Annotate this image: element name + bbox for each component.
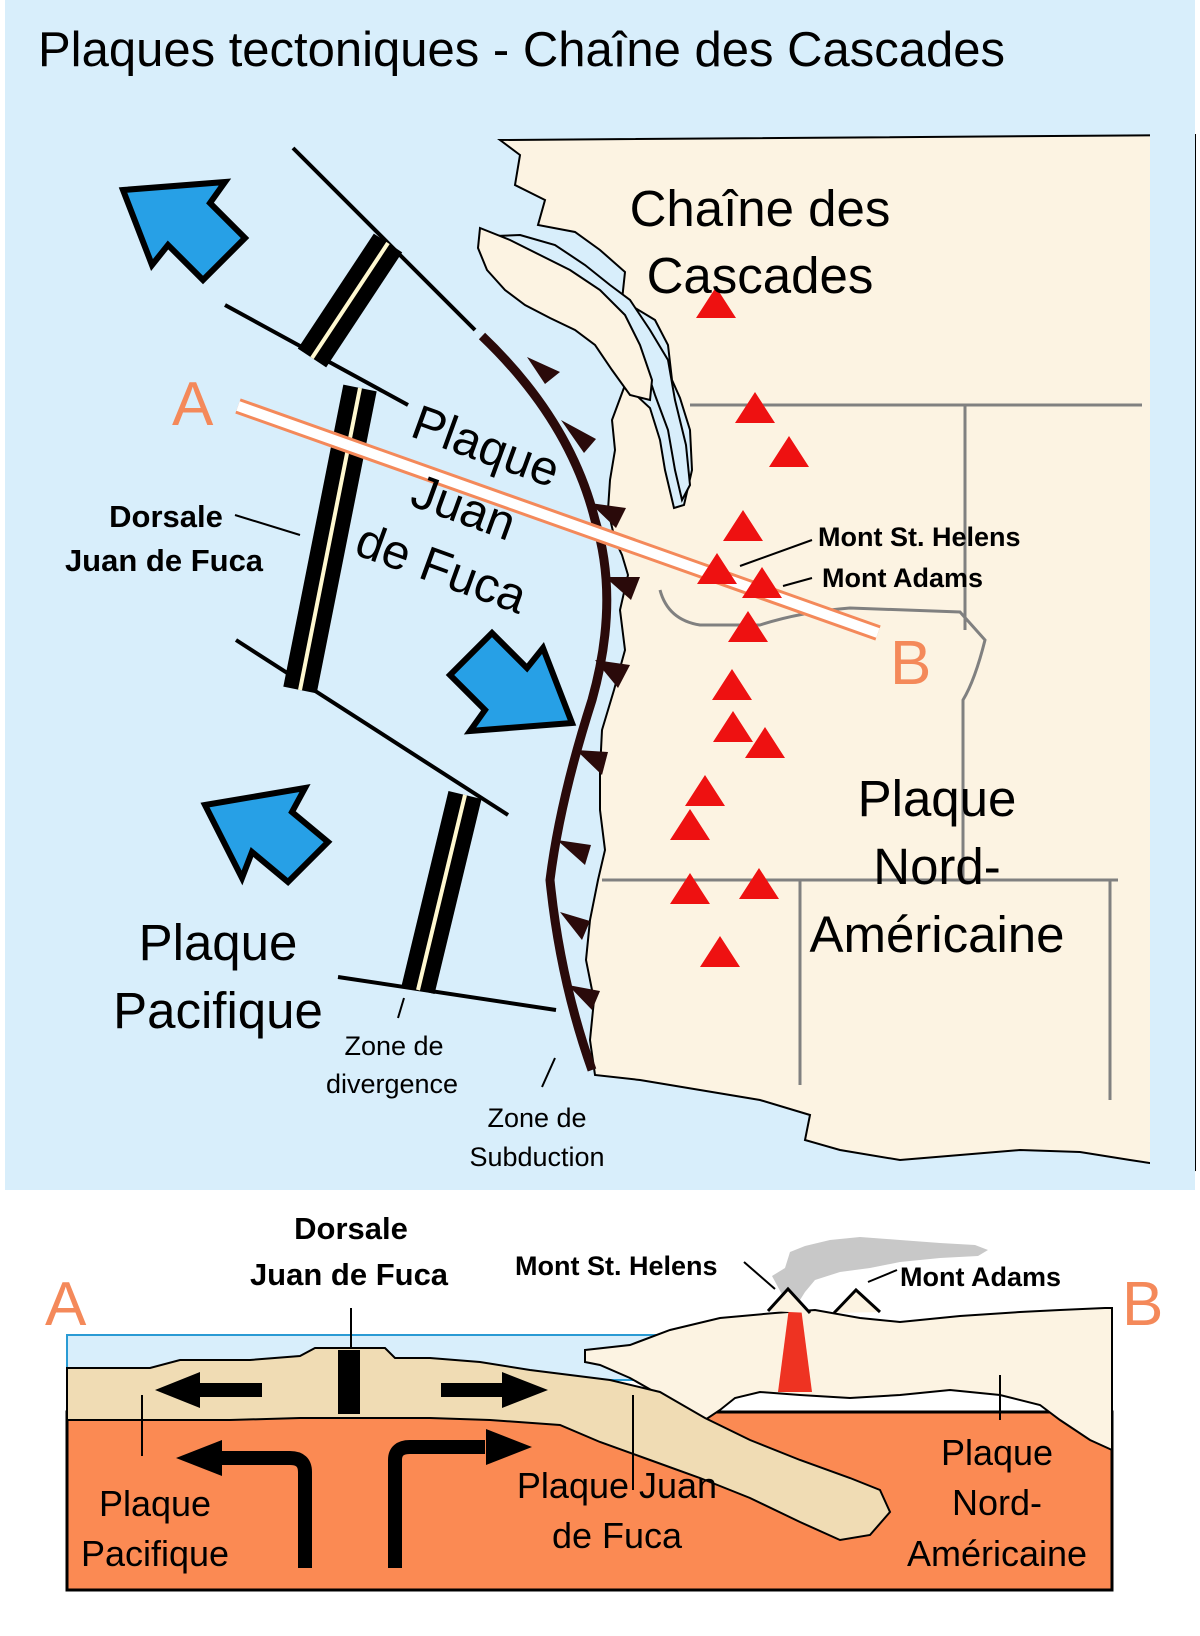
- section-north-american-label: Américaine: [907, 1533, 1087, 1574]
- arrow-right-icon: [441, 1372, 548, 1408]
- mantle: [65, 1410, 1114, 1592]
- section-ridge-label: Juan de Fuca: [250, 1257, 449, 1292]
- oceanic-plate: [66, 1347, 892, 1542]
- volcano: [712, 669, 752, 700]
- volcano: [696, 287, 736, 318]
- volcano: [685, 775, 725, 806]
- section-arrows: [155, 1372, 548, 1568]
- adams-cone: [832, 1287, 882, 1315]
- section-ridge-label: Dorsale: [294, 1211, 408, 1246]
- section-pacific-plate-label: Pacifique: [81, 1533, 229, 1574]
- subduction-zone-label: Zone de: [487, 1103, 586, 1133]
- section-north-american-label: Nord-: [952, 1482, 1042, 1523]
- volcano: [700, 936, 740, 967]
- adams-label: Mont Adams: [822, 563, 983, 593]
- section-st-helens-label: Mont St. Helens: [515, 1251, 718, 1281]
- pacific-plate-label: Plaque: [139, 914, 298, 971]
- map-panel: Plaques tectoniques - Chaîne des Cascade…: [5, 0, 1196, 1190]
- arrow-left-icon: [155, 1372, 262, 1408]
- volcano: [769, 436, 809, 467]
- section-label-a: A: [172, 370, 214, 439]
- section-label-b: B: [1122, 1270, 1163, 1339]
- section-label-a: A: [45, 1270, 87, 1339]
- volcanoes: [670, 287, 809, 967]
- volcano: [670, 873, 710, 904]
- subduction-zone-label: Subduction: [469, 1142, 604, 1172]
- volcano: [739, 868, 779, 899]
- ridge-label: Dorsale: [109, 499, 223, 534]
- volcano: [742, 567, 782, 598]
- cascade-range-label: Chaîne des: [630, 180, 891, 237]
- pacific-plate-label: Pacifique: [113, 982, 323, 1039]
- arrow-northwest-2-icon: [200, 784, 333, 887]
- arrow-northwest-1-icon: [118, 178, 250, 285]
- st-helens-cone: [766, 1286, 812, 1315]
- arrow-southeast-icon: [445, 628, 577, 735]
- volcano: [735, 392, 775, 423]
- north-american-plate-label: Nord-: [873, 838, 1001, 895]
- volcano: [723, 510, 763, 541]
- section-label-b: B: [890, 629, 931, 698]
- section-juan-de-fuca-label: Plaque Juan: [517, 1465, 717, 1506]
- subduction-trench: [478, 332, 640, 1072]
- land-edge-cover: [1150, 130, 1195, 1190]
- diagram-title: Plaques tectoniques - Chaîne des Cascade…: [38, 23, 1005, 77]
- ridge-block: [338, 1350, 360, 1414]
- convection-arrow-left-icon: [220, 1451, 312, 1568]
- volcano: [728, 611, 768, 642]
- section-juan-de-fuca-label: de Fuca: [552, 1515, 683, 1556]
- volcano: [697, 553, 737, 584]
- land: [497, 133, 1196, 1172]
- north-american-plate-label: Américaine: [809, 906, 1064, 963]
- cross-section-panel: Dorsale Juan de Fuca Mont St. Helens Mon…: [45, 1211, 1163, 1592]
- section-north-american-label: Plaque: [941, 1432, 1053, 1473]
- volcano: [745, 727, 785, 758]
- section-pacific-plate-label: Plaque: [99, 1483, 211, 1524]
- volcano: [670, 809, 710, 840]
- ridge-label: Juan de Fuca: [65, 543, 264, 578]
- plate-motion-arrows: [118, 178, 577, 887]
- divergence-zone-label: divergence: [326, 1069, 458, 1099]
- convection-arrow-right-icon: [388, 1440, 485, 1568]
- cascade-range-label: Cascades: [647, 247, 874, 304]
- volcano: [713, 711, 753, 742]
- divergence-zone-label: Zone de: [344, 1031, 443, 1061]
- magma-conduit: [778, 1300, 812, 1392]
- island: [476, 226, 654, 402]
- st-helens-label: Mont St. Helens: [818, 522, 1021, 552]
- section-adams-label: Mont Adams: [900, 1262, 1061, 1292]
- ash-plume: [772, 1237, 988, 1300]
- north-american-plate-label: Plaque: [858, 770, 1017, 827]
